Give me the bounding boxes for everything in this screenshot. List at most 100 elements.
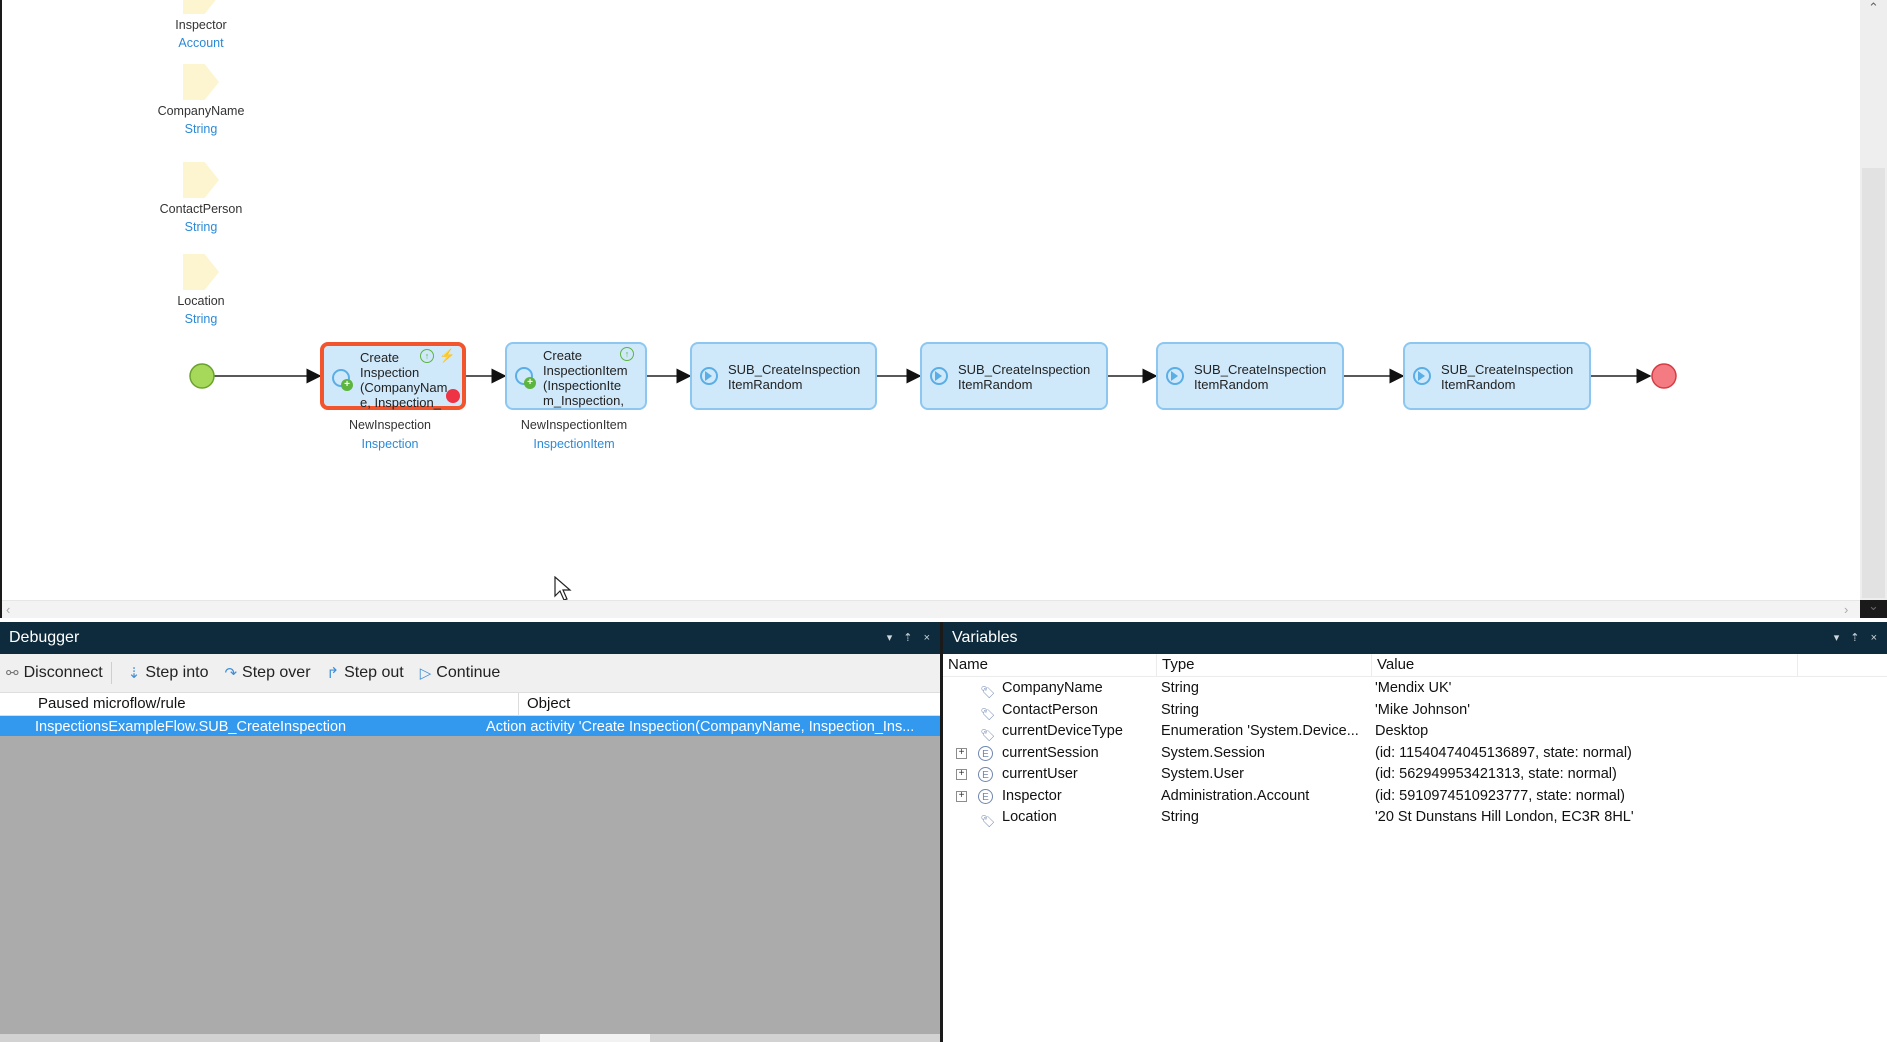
activity-sub-create-inspection-item-random-1[interactable]: SUB_CreateInspection ItemRandom	[690, 342, 877, 410]
parameter-type: String	[184, 122, 218, 136]
variable-row-company-name[interactable]: 🏷 CompanyName String 'Mendix UK'	[943, 678, 1887, 700]
start-event	[189, 363, 215, 389]
step-over-icon: ↷	[224, 665, 238, 682]
microflow-canvas[interactable]: Inspector Account CompanyName String Con…	[2, 0, 1860, 600]
commit-icon: ↑	[620, 347, 634, 361]
activity-sub-create-inspection-item-random-4[interactable]: SUB_CreateInspection ItemRandom	[1403, 342, 1591, 410]
debugger-toolbar: ⚯ Disconnect ⇣ Step into ↷ Step over ↱ S…	[0, 654, 940, 693]
parameter-name: CompanyName	[157, 104, 245, 118]
column-header-type[interactable]: Type	[1157, 654, 1372, 676]
canvas-vertical-scrollbar[interactable]: ⌃ ⌄	[1860, 0, 1887, 613]
activity-output: NewInspection Inspection	[349, 418, 431, 451]
activity-create-inspection-item[interactable]: + ↑ Create InspectionItem (InspectionIte…	[505, 342, 647, 410]
scrollbar-thumb[interactable]	[540, 1034, 650, 1042]
step-out-button[interactable]: ↱ Step out	[326, 664, 404, 682]
variables-list: 🏷 CompanyName String 'Mendix UK' 🏷 Conta…	[943, 677, 1887, 829]
paused-row-selected[interactable]: InspectionsExampleFlow.SUB_CreateInspect…	[0, 716, 940, 738]
parameter-inspector[interactable]: Inspector Account	[146, 0, 256, 50]
disconnect-button[interactable]: ⚯ Disconnect	[6, 664, 103, 682]
column-header-value[interactable]: Value	[1372, 654, 1798, 676]
variable-row-current-user[interactable]: + E currentUser System.User (id: 5629499…	[943, 764, 1887, 786]
paused-grid-empty-area	[0, 736, 940, 1034]
tag-icon: 🏷	[980, 706, 996, 721]
column-header-object[interactable]: Object	[527, 695, 571, 712]
column-header-paused[interactable]: Paused microflow/rule	[0, 693, 519, 715]
parameter-name: ContactPerson	[159, 202, 243, 216]
activity-label: SUB_CreateInspection ItemRandom	[958, 362, 1091, 392]
step-out-icon: ↱	[326, 665, 340, 682]
commit-icon: ↑	[420, 349, 434, 363]
step-over-button[interactable]: ↷ Step over	[224, 664, 311, 682]
variables-title-bar: Variables ▾ ⇡ ×	[943, 622, 1887, 654]
step-into-button[interactable]: ⇣ Step into	[127, 664, 209, 682]
toolbar-separator	[110, 662, 112, 684]
expand-icon[interactable]: +	[956, 769, 967, 780]
disconnect-icon: ⚯	[6, 665, 19, 682]
canvas-horizontal-scrollbar[interactable]: ‹ ›	[2, 600, 1860, 619]
parameter-name: Location	[177, 294, 225, 308]
variable-row-contact-person[interactable]: 🏷 ContactPerson String 'Mike Johnson'	[943, 700, 1887, 722]
variable-row-current-device-type[interactable]: 🏷 currentDeviceType Enumeration 'System.…	[943, 721, 1887, 743]
tag-icon: 🏷	[980, 685, 996, 699]
variables-grid-header: Name Type Value	[943, 654, 1887, 677]
sequence-flows	[189, 363, 1677, 389]
debugger-pane: Debugger ▾ ⇡ × ⚯ Disconnect ⇣ Step into …	[0, 622, 940, 1042]
plus-icon: +	[341, 379, 353, 391]
scrollbar-thumb[interactable]	[1862, 168, 1885, 598]
activity-label: Create InspectionItem (InspectionIte m_I…	[543, 348, 628, 408]
parameter-type: String	[184, 220, 218, 234]
activity-sub-create-inspection-item-random-3[interactable]: SUB_CreateInspection ItemRandom	[1156, 342, 1344, 410]
parameter-name: Inspector	[175, 18, 227, 32]
scroll-left-icon[interactable]: ‹	[6, 602, 11, 617]
plus-icon: +	[524, 377, 536, 389]
mouse-cursor-icon	[554, 576, 572, 600]
microflow-call-icon	[1166, 367, 1184, 385]
activity-label: SUB_CreateInspection ItemRandom	[1194, 362, 1327, 392]
paused-object: Action activity 'Create Inspection(Compa…	[486, 719, 915, 735]
variable-row-inspector[interactable]: + E Inspector Administration.Account (id…	[943, 786, 1887, 808]
divider	[0, 618, 1887, 622]
activity-create-inspection[interactable]: + ↑ ⚡ Create Inspection (CompanyNam e, I…	[320, 342, 466, 410]
play-icon	[935, 371, 942, 381]
debugger-title-bar: Debugger ▾ ⇡ ×	[0, 622, 940, 654]
play-icon	[1171, 371, 1178, 381]
end-event	[1651, 363, 1677, 389]
variable-row-location[interactable]: 🏷 Location String '20 St Dunstans Hill L…	[943, 807, 1887, 829]
step-into-icon: ⇣	[127, 665, 141, 682]
column-header-name[interactable]: Name	[943, 654, 1157, 676]
entity-icon: E	[978, 745, 993, 761]
pane-window-controls[interactable]: ▾ ⇡ ×	[886, 632, 934, 644]
paused-microflow: InspectionsExampleFlow.SUB_CreateInspect…	[35, 719, 347, 735]
debugger-horizontal-scrollbar[interactable]	[0, 1034, 940, 1042]
variable-row-current-session[interactable]: + E currentSession System.Session (id: 1…	[943, 743, 1887, 765]
pane-title: Debugger	[9, 629, 80, 646]
activity-label: SUB_CreateInspection ItemRandom	[1441, 362, 1574, 392]
scroll-down-icon[interactable]: ⌄	[1868, 598, 1879, 613]
parameter-company-name[interactable]: CompanyName String	[146, 64, 256, 136]
parameter-type: Account	[178, 36, 224, 50]
parameter-location[interactable]: Location String	[146, 254, 256, 326]
pane-window-controls[interactable]: ▾ ⇡ ×	[1833, 632, 1881, 644]
pane-title: Variables	[952, 629, 1018, 646]
play-icon	[1418, 371, 1425, 381]
variables-pane: Variables ▾ ⇡ × Name Type Value 🏷 Compan…	[943, 622, 1887, 1042]
expand-icon[interactable]: +	[956, 747, 967, 759]
play-icon	[705, 371, 712, 381]
parameter-contact-person[interactable]: ContactPerson String	[146, 162, 256, 234]
paused-grid-header: Paused microflow/rule Object	[0, 693, 940, 716]
activity-label: Create Inspection (CompanyNam e, Inspect…	[360, 350, 448, 410]
scroll-up-icon[interactable]: ⌃	[1868, 0, 1879, 15]
breakpoint-icon[interactable]	[446, 389, 460, 403]
activity-output: NewInspectionItem InspectionItem	[520, 418, 628, 451]
continue-button[interactable]: ▷ Continue	[419, 664, 501, 682]
activity-sub-create-inspection-item-random-2[interactable]: SUB_CreateInspection ItemRandom	[920, 342, 1108, 410]
events-icon: ⚡	[439, 348, 456, 363]
tag-icon: 🏷	[980, 814, 996, 828]
parameter-type: String	[184, 312, 218, 326]
expand-icon[interactable]: +	[956, 790, 967, 802]
entity-icon: E	[978, 788, 993, 804]
microflow-call-icon	[1413, 367, 1431, 385]
scroll-right-icon[interactable]: ›	[1844, 602, 1849, 617]
microflow-call-icon	[930, 367, 948, 385]
entity-icon: E	[978, 767, 993, 782]
